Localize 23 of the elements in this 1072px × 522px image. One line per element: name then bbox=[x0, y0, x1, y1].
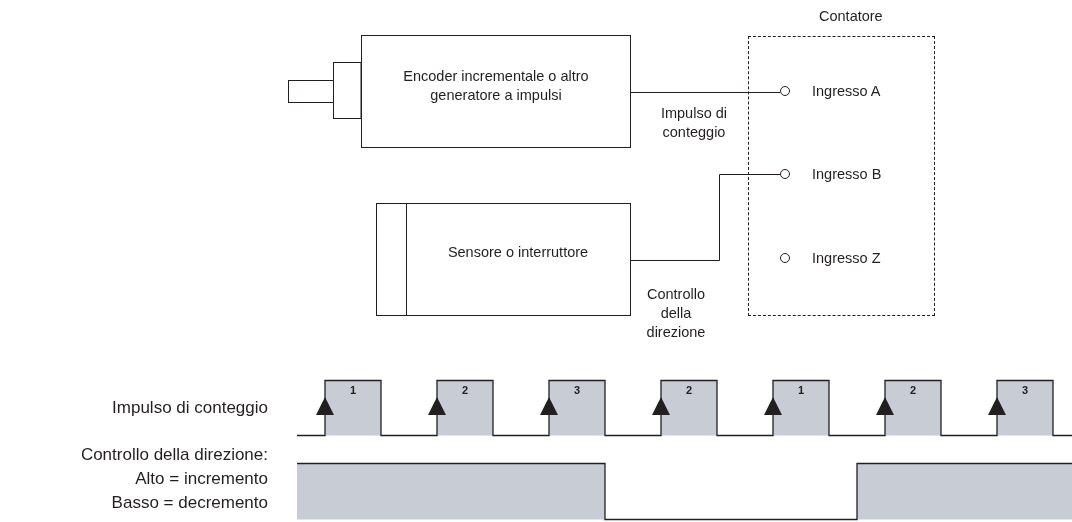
terminal-label: Ingresso A bbox=[812, 83, 881, 99]
edge-label: Controllo della direzione bbox=[645, 285, 707, 342]
pulse-number: 3 bbox=[1020, 384, 1030, 398]
signal-label: Alto = incremento bbox=[135, 469, 268, 490]
terminal-label: Ingresso Z bbox=[812, 250, 881, 266]
pulse-number: 1 bbox=[348, 384, 358, 398]
pulse-number: 1 bbox=[796, 384, 806, 398]
pulse-number: 2 bbox=[908, 384, 918, 398]
box-label: Sensore o interruttore bbox=[447, 243, 589, 262]
connector-line bbox=[630, 174, 781, 261]
box-label: Encoder incrementale o altro generatore a impulsi bbox=[402, 67, 590, 104]
encoder-box bbox=[361, 35, 631, 148]
sensor-box bbox=[376, 203, 631, 316]
signal-label: Impulso di conteggio bbox=[112, 398, 268, 419]
signal-label: Basso = decremento bbox=[111, 493, 268, 514]
pulse-number: 2 bbox=[684, 384, 694, 398]
box-heading: Contatore bbox=[819, 8, 883, 24]
terminal-label: Ingresso B bbox=[812, 166, 882, 182]
edge-label: Impulso di conteggio bbox=[659, 104, 729, 142]
pulse-number: 2 bbox=[460, 384, 470, 398]
signal-label: Controllo della direzione: bbox=[80, 445, 268, 466]
connector-line bbox=[630, 92, 781, 93]
pulse-number: 3 bbox=[572, 384, 582, 398]
